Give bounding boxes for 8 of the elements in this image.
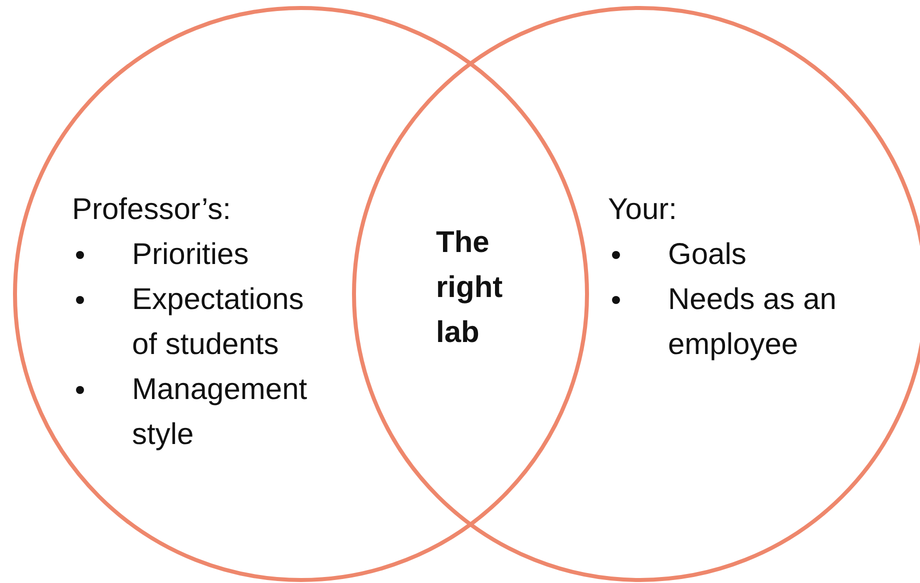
center-label: The right lab [436,220,526,355]
bullet-item: Priorities [132,232,332,277]
heading-text: Professor’s: [72,192,231,228]
bullet-item: Goals [668,232,868,277]
bullet-item: Expectations of students [132,277,332,367]
bullet-item: Management style [132,367,332,457]
bullet-item: Needs as an employee [668,277,868,367]
heading-text: Your: [608,192,677,228]
